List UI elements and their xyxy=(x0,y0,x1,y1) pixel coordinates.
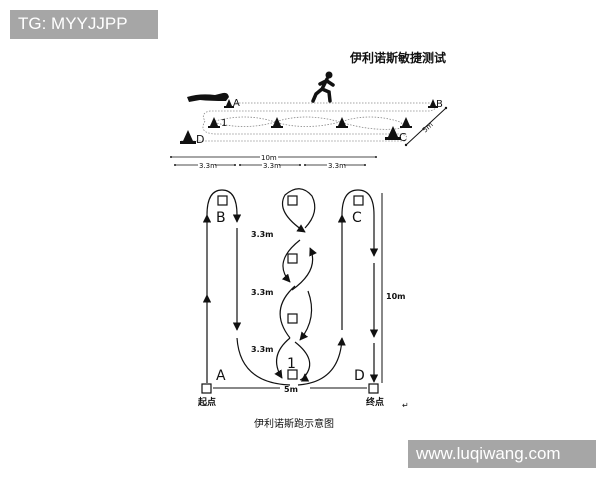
marker-d-finish xyxy=(368,383,379,394)
width-label-5m: 5m xyxy=(421,121,435,135)
diagram-caption: 伊利诺斯跑示意图 xyxy=(254,417,334,430)
watermark-top: TG: MYYJJPP xyxy=(10,10,158,39)
marker-top-middle xyxy=(287,195,298,206)
diagram-title: 伊利诺斯敏捷测试 xyxy=(349,50,446,65)
marker-middle-3 xyxy=(287,313,298,324)
cone-label-b: B xyxy=(436,99,443,110)
cone-label-c: C xyxy=(399,131,407,144)
cone-a xyxy=(224,99,234,108)
segment-label-1: 3.3m xyxy=(199,162,217,170)
cone-2 xyxy=(271,117,283,128)
segment-label-top-1: 3.3m xyxy=(251,230,274,239)
running-person-icon xyxy=(311,71,335,103)
label-c: C xyxy=(352,210,362,226)
paragraph-mark: ↵ xyxy=(402,401,409,410)
length-label-10m: 10m xyxy=(261,154,277,162)
finish-label: 终点 xyxy=(365,396,384,408)
start-label: 起点 xyxy=(197,396,216,408)
marker-middle-2 xyxy=(287,253,298,264)
top-down-labels: B C A D 1 3.3m 3.3m 3.3m 10m 5m 起点 终点 ↵ … xyxy=(197,210,409,430)
marker-1 xyxy=(287,369,298,380)
label-a: A xyxy=(216,368,226,384)
lying-person-icon xyxy=(187,92,229,102)
cone-label-d: D xyxy=(196,133,204,146)
cone-label-1: 1 xyxy=(221,118,227,129)
cone-4 xyxy=(400,117,412,128)
segment-label-2: 3.3m xyxy=(263,162,281,170)
cone-c xyxy=(385,126,401,140)
marker-a-start xyxy=(201,383,212,394)
top-down-view xyxy=(201,188,383,394)
cone-d xyxy=(180,130,196,144)
cone-label-a: A xyxy=(233,98,240,109)
width-label: 5m xyxy=(284,385,298,394)
label-1: 1 xyxy=(287,356,296,372)
segment-label-top-2: 3.3m xyxy=(251,288,274,297)
length-label: 10m xyxy=(386,292,405,301)
segment-label-3: 3.3m xyxy=(328,162,346,170)
segment-label-top-3: 3.3m xyxy=(251,345,274,354)
cone-3 xyxy=(336,117,348,128)
marker-c xyxy=(353,195,364,206)
watermark-bottom: www.luqiwang.com xyxy=(408,440,596,468)
marker-b xyxy=(217,195,228,206)
perspective-view: 伊利诺斯敏捷测试 A B 1 D C 5m xyxy=(170,50,448,170)
label-d: D xyxy=(354,368,365,384)
label-b: B xyxy=(216,210,226,226)
cone-1 xyxy=(208,117,220,128)
